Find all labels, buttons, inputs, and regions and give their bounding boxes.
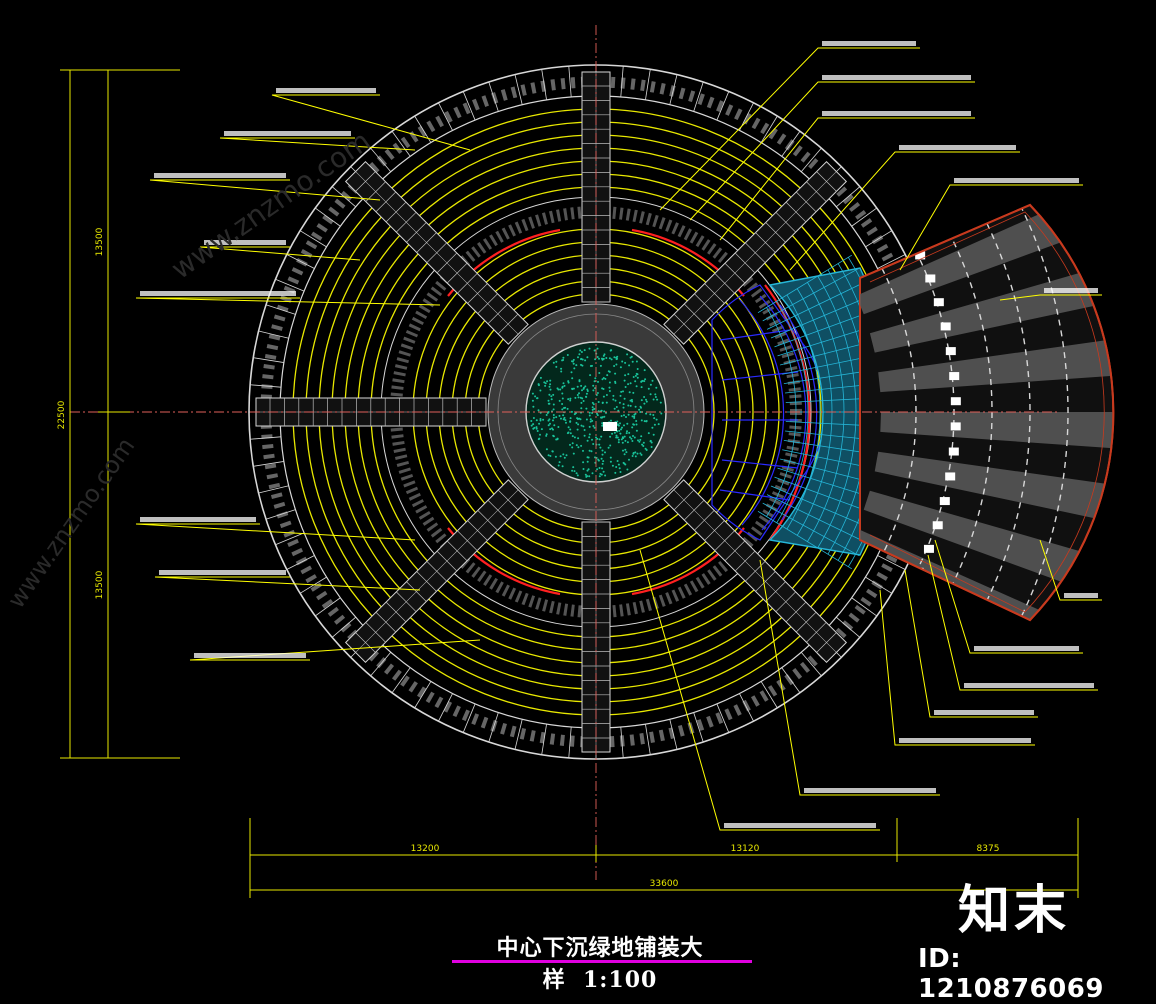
dim-bottom-total: 33600 [650,879,679,889]
drawing-title: 中心下沉绿地铺装大样 1:100 [440,930,760,994]
fan-ramp [859,203,1115,622]
annotation-leaders [135,41,1102,831]
dim-bottom-mid: 13120 [731,844,760,854]
bottom-dimension [249,818,1079,898]
dim-left-upper: 13500 [95,227,105,256]
centerlines [70,25,1060,880]
dim-bottom-right: 8375 [977,844,1000,854]
watermark-url-2: www.znzmo.com [2,433,140,614]
drawing-title-text: 中心下沉绿地铺装大样 [496,935,704,993]
drawing-scale: 1:100 [582,967,658,993]
left-dimension [60,69,180,759]
dim-left-lower: 13500 [95,570,105,599]
watermark-id: ID: 1210876069 [918,944,1104,1004]
dim-bottom-left: 13200 [411,844,440,854]
watermark-logo: 知末 [958,881,1071,941]
dim-left-total: 22500 [57,400,67,429]
title-underline [452,960,752,963]
